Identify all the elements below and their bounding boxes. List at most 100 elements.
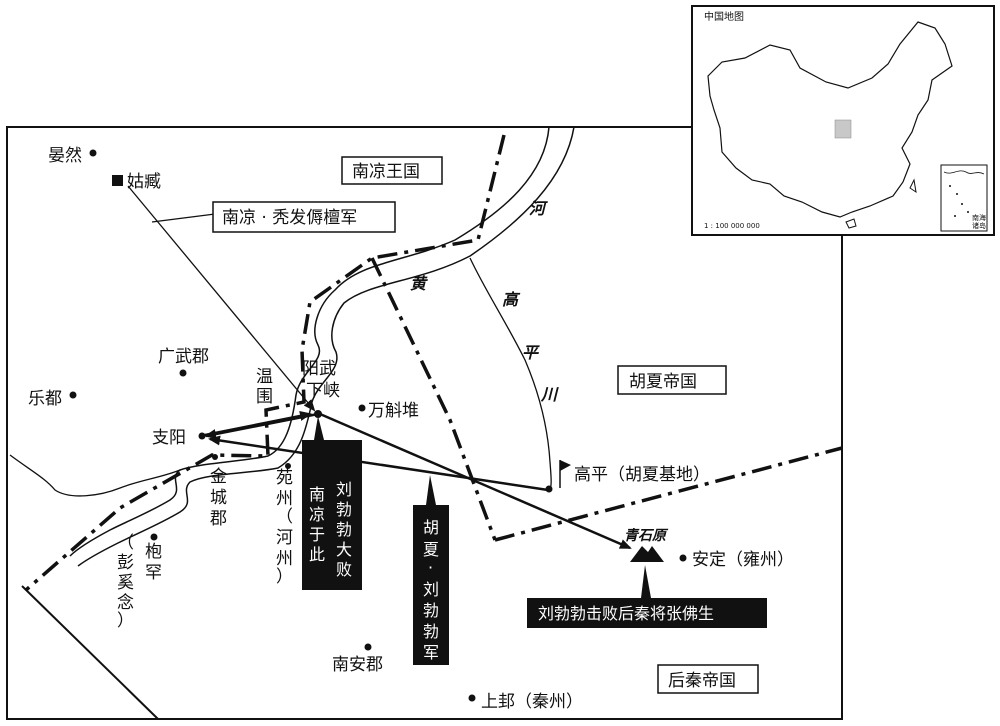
place-pengxi-2: 彭 — [117, 553, 134, 573]
route-to-qingshiyuan — [319, 412, 632, 550]
place-jincheng-3: 郡 — [210, 509, 227, 529]
island-dot — [967, 211, 969, 213]
place-markers — [69, 149, 687, 702]
border-houqin-north — [494, 446, 843, 542]
victory-callout-pointer — [641, 565, 651, 598]
army-c2-2: 勃 — [423, 601, 439, 620]
defeat-c1-2: 勃 — [336, 500, 352, 519]
mountain-icon — [630, 546, 664, 562]
place-gaoping: 高平（胡夏基地） — [574, 465, 710, 485]
inset-islands — [949, 185, 969, 217]
marker-nanan — [364, 643, 372, 651]
defeat-c1-4: 大 — [336, 540, 352, 559]
army-callout-text: 胡 夏 · 刘 勃 勃 军 — [423, 518, 439, 662]
river-huang: 黄 — [410, 274, 428, 293]
army-c2-4: 军 — [423, 643, 439, 662]
map-frame — [6, 126, 843, 720]
marker-guangwu — [179, 369, 187, 377]
region-houqin: 后秦帝国 — [668, 671, 736, 691]
river-ping: 平 — [522, 343, 540, 362]
place-jincheng-1: 金 — [210, 467, 227, 487]
inset-title: 中国地图 — [704, 10, 744, 23]
region-huxia: 胡夏帝国 — [629, 372, 697, 392]
defeat-c2-3: 于 — [309, 525, 325, 544]
place-guzang: 姑臧 — [127, 171, 161, 192]
place-nanan: 南安郡 — [332, 655, 383, 675]
river-he: 河 — [529, 199, 548, 218]
place-zhiyang: 支阳 — [152, 428, 186, 448]
place-anding: 安定（雍州） — [692, 550, 794, 570]
place-pengxi-4: 念 — [117, 592, 134, 613]
place-jincheng-2: 城 — [210, 488, 227, 508]
gaoping-river — [469, 257, 552, 491]
marker-anding — [679, 554, 687, 562]
marker-wanhu — [358, 404, 366, 412]
route-gaoping-zhiyang — [208, 435, 549, 492]
army-label-nanliang: 南凉 · 秃发傉檀军 — [222, 208, 357, 228]
marker-yuanzhou — [285, 463, 291, 469]
nanliang-army-route — [127, 185, 316, 412]
river-chuan: 川 — [540, 385, 559, 404]
inset-sea-note-2: 诸岛 — [972, 221, 986, 230]
army-label-leader — [151, 213, 216, 223]
inset-china-outline — [707, 21, 953, 218]
inset-hainan — [845, 218, 857, 229]
place-hezhou: （ 河 州 ） — [276, 507, 293, 587]
place-baohan-1: 枹 — [145, 542, 162, 562]
army-dot: · — [428, 558, 433, 577]
inset-highlight-region — [834, 119, 852, 139]
army-c2-3: 勃 — [423, 622, 439, 641]
place-qingshiyuan: 青石原 — [624, 527, 669, 544]
army-callout-box — [413, 505, 449, 665]
marker-yanran — [89, 149, 97, 157]
army-c1-2: 夏 — [423, 540, 439, 559]
region-nanliang: 南凉王国 — [352, 162, 420, 182]
marker-yangwu — [314, 410, 322, 418]
marker-ledu — [69, 391, 77, 399]
defeat-callout-pointer — [314, 416, 324, 440]
route-to-yangwu — [199, 411, 312, 438]
place-guangwu: 广武郡 — [158, 347, 209, 367]
region-box-nanliang — [341, 156, 443, 185]
region-box-houqin — [657, 664, 759, 694]
border-huxia-west — [370, 257, 497, 541]
place-wanhu: 万斛堆 — [368, 401, 419, 421]
defeat-callout-box — [302, 440, 362, 590]
defeat-c1-1: 刘 — [336, 480, 352, 499]
place-hezhou-4: ） — [276, 567, 293, 587]
army-label-box — [212, 201, 396, 233]
inset-scale: 1 : 100 000 000 — [704, 222, 760, 230]
defeat-c1-5: 败 — [336, 560, 352, 579]
island-dot — [961, 203, 963, 205]
yellow-river-bank-west — [69, 126, 550, 557]
victory-callout-text: 刘勃勃击败后秦将张佛生 — [538, 604, 714, 623]
army-callout-pointer — [426, 475, 436, 505]
place-baohan: 枹 罕 — [145, 542, 162, 583]
flag-icon — [560, 460, 571, 471]
place-yanran: 晏然 — [48, 146, 82, 166]
marker-baohan — [150, 533, 158, 541]
place-hezhou-3: 州 — [276, 549, 293, 569]
place-yuanzhou-1: 苑 — [276, 468, 293, 488]
marker-zhiyang — [198, 432, 206, 440]
inset-sea-note-1: 南海 — [972, 213, 986, 222]
place-shanggui: 上邽（秦州） — [481, 692, 583, 712]
marker-shanggui — [468, 694, 476, 702]
place-yangwu-2: 下峡 — [306, 381, 340, 401]
place-baohan-2: 罕 — [145, 563, 162, 583]
region-box-huxia — [617, 365, 727, 395]
marker-gaoping — [545, 485, 553, 493]
island-dot — [956, 193, 958, 195]
army-c1-1: 胡 — [423, 518, 439, 537]
place-yuanzhou-2: 州 — [276, 489, 293, 509]
inset-taiwan — [909, 178, 917, 194]
marker-guzang — [112, 175, 123, 186]
place-pengxi: （ 彭 奚 念 ） — [117, 533, 134, 631]
inset-south-sea-box — [940, 164, 988, 232]
defeat-c2-2: 凉 — [309, 505, 325, 524]
place-wenwei-2: 围 — [256, 387, 273, 407]
place-hezhou-1: （ — [276, 507, 293, 527]
defeat-callout-text: 刘 勃 勃 大 败 南 凉 于 此 — [309, 480, 352, 579]
island-dot — [949, 185, 951, 187]
